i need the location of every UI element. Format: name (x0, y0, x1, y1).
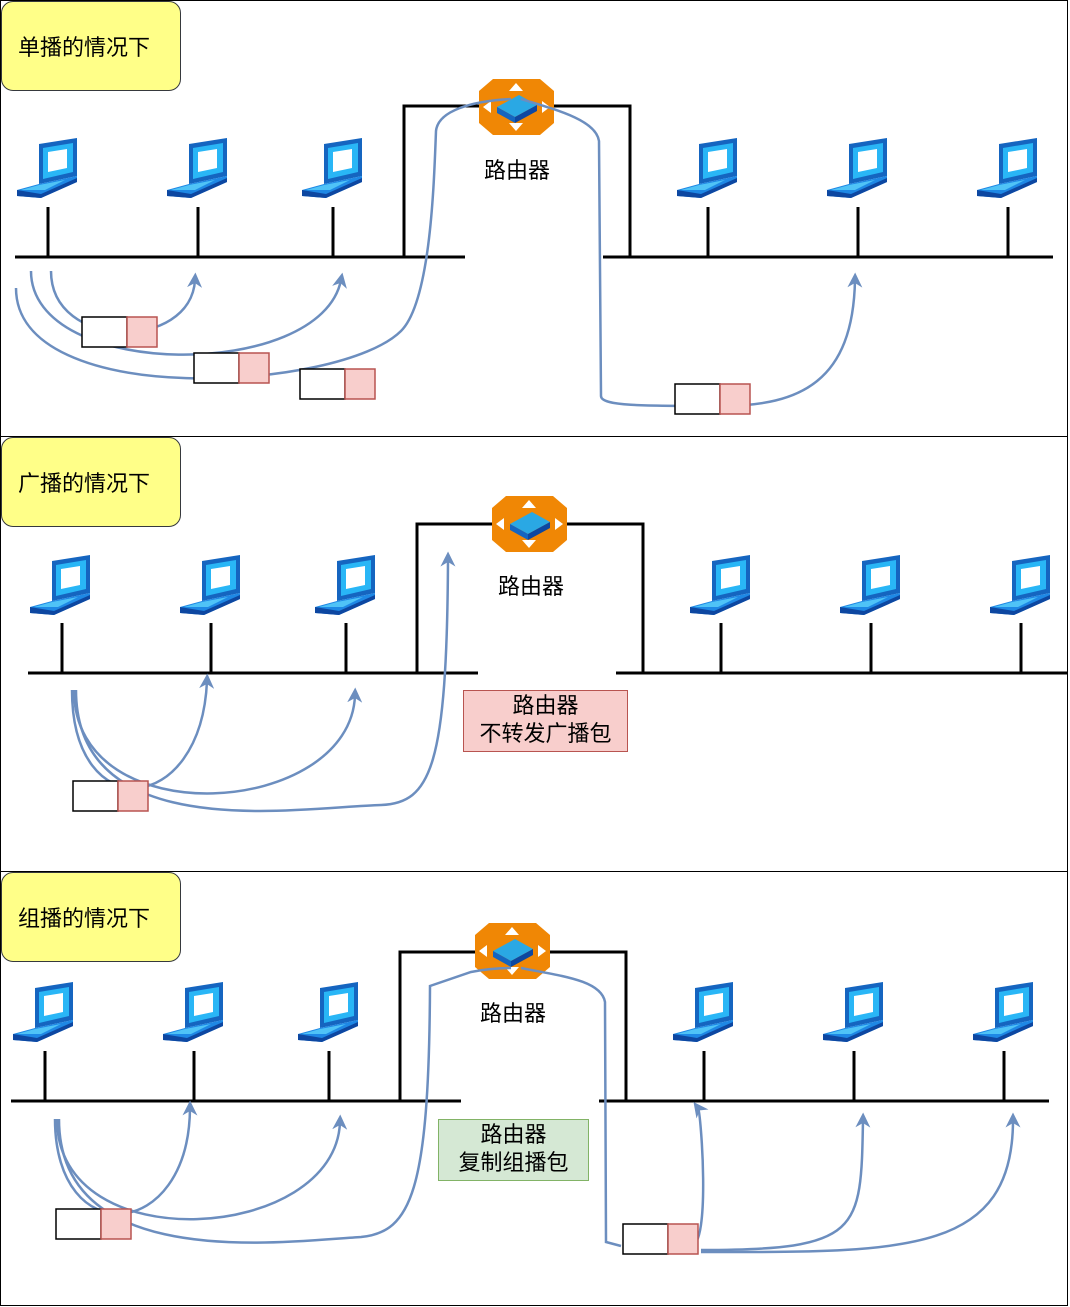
note-router-no-forward: 路由器 不转发广播包 (463, 690, 628, 752)
laptop-icon (163, 982, 223, 1042)
packet (55, 1208, 132, 1240)
note-line-1: 路由器 (512, 694, 579, 719)
laptop-icon (298, 982, 358, 1042)
panel-multicast: 组播的情况下 (0, 871, 1068, 1306)
router-link-left (402, 104, 479, 257)
panel-title: 广播的情况下 (1, 437, 181, 527)
router-link-right (550, 950, 628, 1101)
packet (622, 1223, 699, 1255)
router-link-right (554, 104, 632, 257)
packet (299, 368, 376, 400)
laptops-row (30, 555, 1050, 615)
panel-title: 单播的情况下 (1, 1, 181, 91)
note-line-2: 复制组播包 (458, 1151, 569, 1176)
router-link-left (398, 950, 475, 1101)
unicast-diagram (14, 79, 1053, 415)
laptop-icon (990, 555, 1050, 615)
laptop-icon (827, 138, 887, 198)
laptop-icon (673, 982, 733, 1042)
laptop-icon (167, 138, 227, 198)
laptop-icon (302, 138, 362, 198)
packet (72, 780, 149, 812)
panel-broadcast: 广播的情况下 (0, 436, 1068, 872)
panel-unicast: 单播的情况下 (0, 0, 1068, 437)
laptops-row (13, 982, 1033, 1042)
packet (81, 316, 158, 348)
laptop-icon (973, 982, 1033, 1042)
panel-title: 组播的情况下 (1, 872, 181, 962)
router-icon (492, 496, 567, 552)
laptop-icon (17, 138, 77, 198)
laptop-icon (690, 555, 750, 615)
broadcast-diagram (28, 496, 1067, 813)
note-line-1: 路由器 (480, 1123, 547, 1148)
laptop-icon (13, 982, 73, 1042)
laptops-row (17, 138, 1037, 198)
multicast-diagram (11, 923, 1049, 1255)
laptop-icon (977, 138, 1037, 198)
note-router-replicate: 路由器 复制组播包 (438, 1119, 589, 1181)
router-label: 路由器 (483, 159, 550, 184)
laptop-icon (30, 555, 90, 615)
note-line-2: 不转发广播包 (479, 722, 612, 747)
router-label: 路由器 (497, 575, 564, 600)
router-link-right (567, 522, 645, 673)
laptop-icon (180, 555, 240, 615)
packet (193, 352, 270, 384)
router-link-left (415, 522, 492, 673)
laptop-icon (677, 138, 737, 198)
laptop-icon (840, 555, 900, 615)
packet (674, 383, 751, 415)
router-label: 路由器 (479, 1002, 546, 1027)
laptop-icon (315, 555, 375, 615)
laptop-icon (823, 982, 883, 1042)
